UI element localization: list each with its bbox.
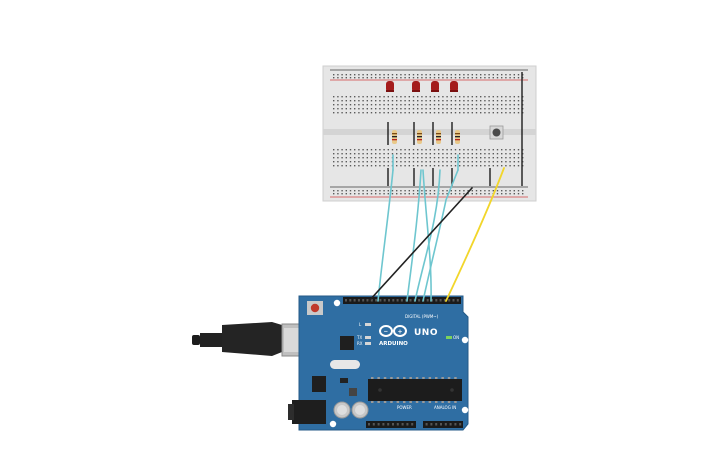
svg-text:RX: RX [357,341,363,346]
wires [368,154,505,302]
wire-cyan[interactable] [414,169,441,302]
analog-label: ANALOG IN [434,405,456,410]
resistor[interactable] [392,130,397,144]
resistor[interactable] [417,130,422,144]
wire-black[interactable] [368,187,473,302]
power-header [366,421,416,428]
mounting-hole [461,336,469,344]
microcontroller-chip [368,377,462,403]
board-brand: ARDUINO [379,341,408,347]
led-group [386,81,458,92]
dc-power-jack[interactable] [288,400,326,424]
wire-cyan[interactable] [406,169,422,302]
crystal-oscillator [330,360,360,369]
voltage-regulator [312,376,326,392]
resistor[interactable] [455,130,460,144]
svg-text:ON: ON [453,335,459,340]
breadboard[interactable] [322,65,537,202]
power-label: POWER [397,405,412,410]
svg-text:TX: TX [356,335,362,340]
usb-chip [340,336,354,350]
svg-text:−: − [384,329,389,335]
board-model: UNO [414,328,438,338]
led-red[interactable] [412,81,420,92]
digital-label: DIGITAL (PWM~) [405,314,439,319]
pushbutton[interactable] [489,125,504,140]
breadboard-jumpers [387,72,523,186]
led-red[interactable] [450,81,458,92]
digital-header [343,297,461,304]
resistor-group [392,130,460,144]
wire-cyan[interactable] [422,169,459,302]
reset-button[interactable] [307,301,323,315]
wire-cyan[interactable] [422,169,432,302]
wire-yellow[interactable] [445,167,505,302]
svg-text:L: L [359,322,362,327]
led-red[interactable] [386,81,394,92]
arduino-uno-board[interactable]: DIGITAL (PWM~) − + UNO ARDUINO L TX RX O… [192,295,469,431]
wire-cyan[interactable] [377,169,394,302]
mounting-hole [461,406,469,414]
mounting-hole [329,420,337,428]
mounting-hole [333,299,341,307]
svg-text:+: + [398,329,403,336]
arduino-logo: − + [379,325,407,337]
analog-header [423,421,463,428]
status-leds: L TX RX ON [356,322,459,346]
led-red[interactable] [431,81,439,92]
resistor[interactable] [436,130,441,144]
